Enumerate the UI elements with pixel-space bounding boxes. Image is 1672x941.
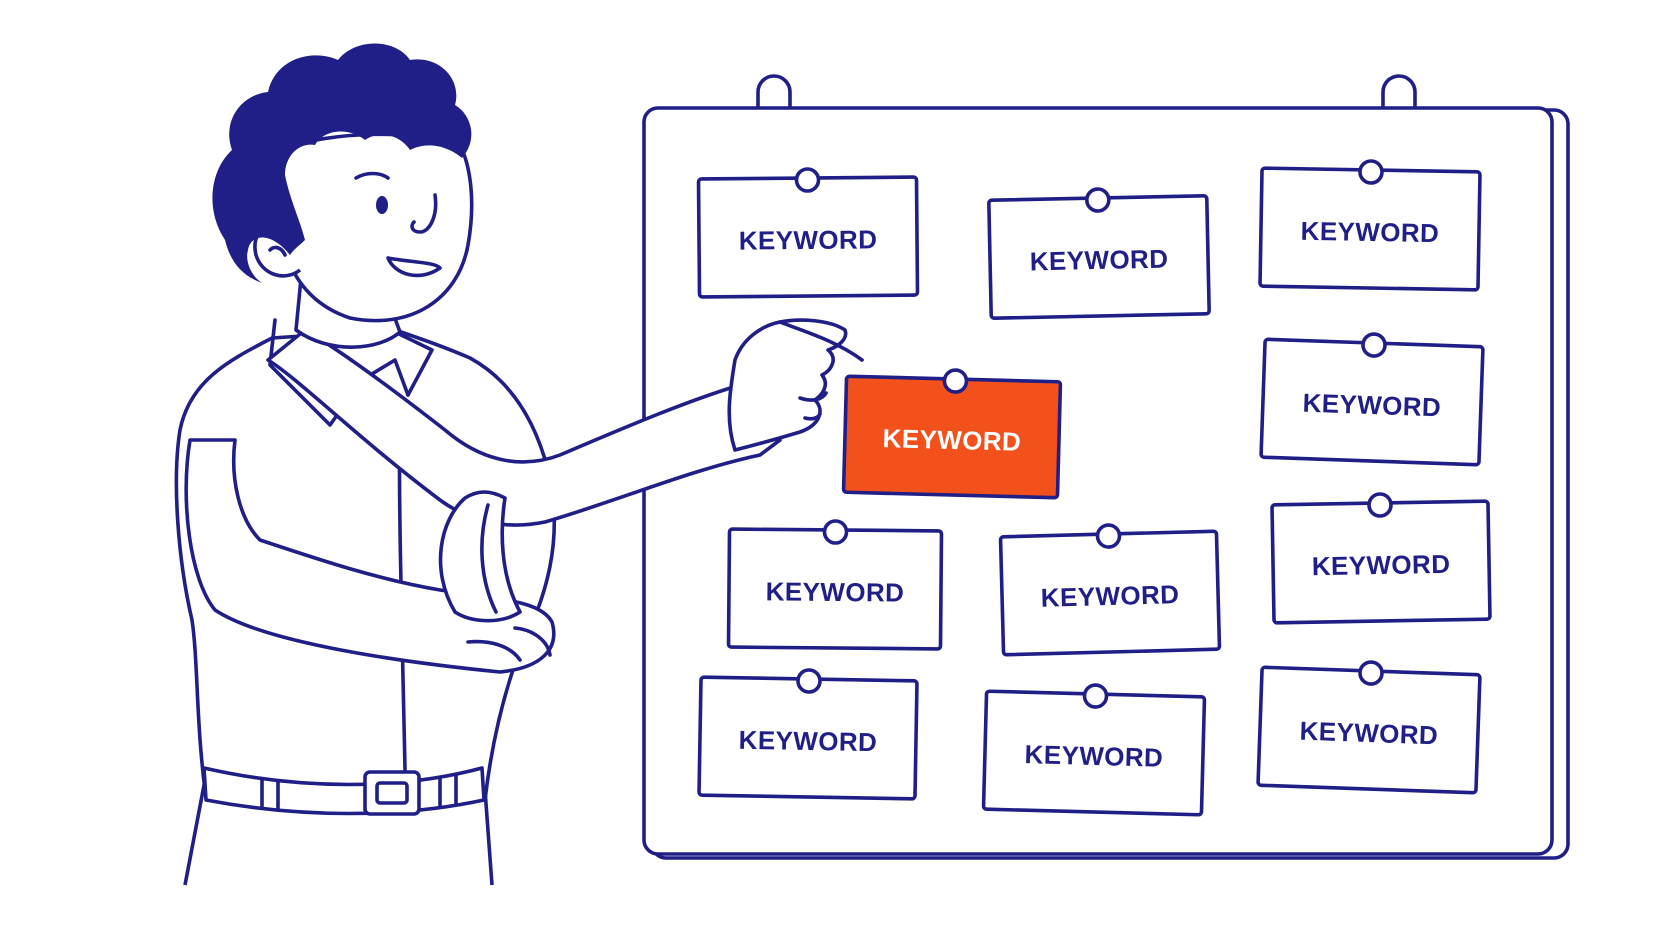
nose (410, 193, 438, 234)
board-hook-left (756, 74, 792, 110)
keyword-card-label: KEYWORD (1024, 739, 1163, 773)
keyword-card-label: KEYWORD (766, 576, 905, 607)
keyword-card[interactable]: KEYWORD (697, 668, 919, 801)
keyword-card-label: KEYWORD (1302, 388, 1442, 423)
keyword-cards: KEYWORD KEYWORD KEYWORD KEYWORD KEYWORD (696, 159, 1492, 817)
keyword-card[interactable]: KEYWORD (1258, 159, 1482, 292)
board-hook-right (1381, 74, 1417, 110)
keyword-card-label: KEYWORD (1300, 216, 1439, 248)
person-illustration (174, 43, 864, 886)
eyebrow (354, 171, 390, 180)
keyword-card[interactable]: KEYWORD (981, 682, 1207, 817)
keyword-card[interactable]: KEYWORD (696, 167, 920, 299)
pants (183, 779, 494, 886)
keyword-card-label: KEYWORD (882, 423, 1021, 457)
keyword-card-label: KEYWORD (1029, 244, 1168, 277)
eye (376, 196, 388, 214)
hair (212, 43, 472, 283)
right-arm (266, 328, 782, 527)
keyword-card[interactable]: KEYWORD (1256, 658, 1482, 795)
keyword-card[interactable]: KEYWORD (1259, 330, 1485, 467)
keyword-card[interactable]: KEYWORD (998, 522, 1222, 657)
keyword-card[interactable]: KEYWORD (726, 519, 944, 651)
mouth (386, 256, 442, 278)
keyword-card-label: KEYWORD (738, 725, 877, 757)
keyword-card[interactable]: KEYWORD (987, 187, 1211, 321)
keyword-card-label: KEYWORD (1312, 549, 1451, 581)
keyword-card-label: KEYWORD (1040, 579, 1179, 613)
keyword-card[interactable]: KEYWORD (1270, 492, 1492, 625)
keyword-card-highlighted[interactable]: KEYWORD (841, 367, 1063, 500)
keyword-card-label: KEYWORD (739, 224, 878, 255)
keyword-card-label: KEYWORD (1299, 716, 1439, 751)
